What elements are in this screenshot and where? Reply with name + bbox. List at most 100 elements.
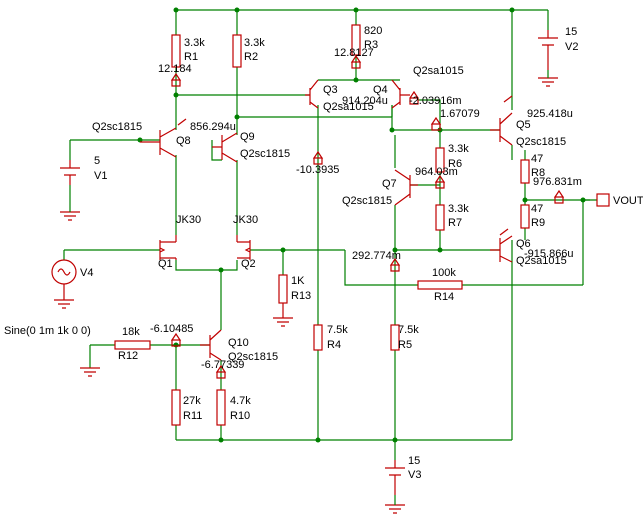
transistor-q8[interactable]: [140, 127, 177, 158]
q4-top-part-label: Q2sa1015: [413, 65, 464, 77]
v1-value: 5: [94, 155, 100, 167]
ground-r12: [80, 367, 100, 377]
resistor-r4[interactable]: [313, 324, 323, 351]
resistor-r10[interactable]: [216, 389, 226, 426]
r12-value: 18k: [122, 326, 140, 338]
battery-v3[interactable]: [385, 460, 405, 514]
q3-name: Q3: [323, 84, 338, 96]
resistor-r7[interactable]: [435, 204, 445, 231]
q6-name: Q6: [516, 238, 531, 250]
q6-left-voltage: 292.774m: [352, 250, 401, 262]
transistor-q10[interactable]: [200, 329, 222, 361]
resistor-r13[interactable]: [278, 274, 288, 304]
labels: 3.3k R1 12.184 3.3k R2 820 R3 12.8127 15…: [4, 25, 643, 481]
r9-node-voltage: 976.831m: [533, 176, 582, 188]
r11-value: 27k: [183, 395, 201, 407]
r5-value: 7.5k: [398, 324, 419, 336]
r12-node-voltage: -6.10485: [150, 323, 193, 335]
ground-r13: [273, 303, 293, 327]
r6-name: R6: [448, 158, 462, 170]
r3-value: 820: [364, 25, 382, 37]
r9-name: R9: [531, 217, 545, 229]
q9-name: Q9: [240, 131, 255, 143]
components: [51, 24, 610, 514]
q4-node-voltage: -2.03916m: [409, 95, 462, 107]
vout-label: VOUT: [613, 195, 643, 207]
r7-value: 3.3k: [448, 203, 469, 215]
q6-part: Q2sa1015: [516, 255, 567, 267]
r2-name: R2: [244, 51, 258, 63]
r13-name: R13: [291, 290, 311, 302]
v4-source-text: Sine(0 1m 1k 0 0): [4, 325, 91, 337]
r13-value: 1K: [291, 275, 305, 287]
q5-name: Q5: [516, 119, 531, 131]
r7-name: R7: [448, 217, 462, 229]
q10-part: Q2sc1815: [228, 351, 278, 363]
resistor-r6[interactable]: [435, 147, 445, 173]
battery-v1[interactable]: [60, 160, 80, 221]
r2-value: 3.3k: [244, 37, 265, 49]
q10-name: Q10: [228, 337, 249, 349]
r12-name: R12: [118, 350, 138, 362]
resistor-r1[interactable]: [171, 34, 181, 68]
q6-node-voltage: -915.866u: [524, 248, 574, 260]
resistor-r2[interactable]: [232, 34, 242, 68]
sine-source-v4[interactable]: [51, 259, 77, 309]
v3-value: 15: [408, 455, 420, 467]
r4-node-voltage: -10.3935: [296, 164, 339, 176]
v4-name: V4: [80, 267, 93, 279]
r3-node-voltage: 12.8127: [334, 47, 374, 59]
q8-name: Q8: [176, 135, 191, 147]
r9-value: 47: [531, 203, 543, 215]
q4-name: Q4: [373, 84, 388, 96]
r8-name: R8: [531, 167, 545, 179]
q5-node-voltage: 925.418u: [527, 108, 573, 120]
transistor-q9[interactable]: [212, 132, 238, 163]
jfet-q1[interactable]: [159, 235, 177, 260]
transistor-q5[interactable]: [490, 112, 513, 146]
r4-name: R4: [327, 339, 341, 351]
resistor-r8[interactable]: [520, 159, 530, 184]
wires: [63, 9, 597, 460]
resistor-r14[interactable]: [417, 280, 463, 290]
q4-overlap-voltage: 914.204u: [342, 95, 388, 107]
battery-v2[interactable]: [538, 30, 558, 87]
r1-node-voltage: 12.184: [158, 63, 192, 75]
resistor-r5[interactable]: [390, 324, 400, 351]
q1-name: Q1: [158, 258, 173, 270]
q7-name: Q7: [382, 178, 397, 190]
r5-name: R5: [398, 339, 412, 351]
q1-part: JK30: [176, 214, 201, 226]
output-terminal[interactable]: [596, 193, 610, 207]
q7-node-voltage: 964.03m: [415, 166, 458, 178]
transistor-q4[interactable]: [391, 79, 410, 109]
q7-part: Q2sc1815: [342, 195, 392, 207]
q8-node-voltage: 856.294u: [190, 121, 236, 133]
jfet-q2[interactable]: [236, 235, 251, 260]
q2-name: Q2: [241, 258, 256, 270]
resistor-r9[interactable]: [520, 204, 530, 229]
r10-value: 4.7k: [230, 395, 251, 407]
resistor-r11[interactable]: [171, 389, 181, 426]
r1-value: 3.3k: [184, 37, 205, 49]
q5-part: Q2sc1815: [516, 136, 566, 148]
v3-name: V3: [408, 469, 421, 481]
transistor-q7[interactable]: [394, 169, 418, 206]
transistor-q3[interactable]: [305, 79, 319, 109]
r6-value: 3.3k: [448, 143, 469, 155]
q9-part: Q2sc1815: [240, 148, 290, 160]
v2-name: V2: [565, 41, 578, 53]
resistor-r12[interactable]: [114, 340, 151, 350]
r14-name: R14: [434, 291, 454, 303]
r6-node-voltage: 1.67079: [440, 108, 480, 120]
v2-value: 15: [565, 26, 577, 38]
r8-value: 47: [531, 153, 543, 165]
r3-name: R3: [364, 39, 378, 51]
q2-part: JK30: [233, 214, 258, 226]
junction-dots: [137, 7, 586, 443]
transistor-q6[interactable]: [490, 235, 513, 263]
q3-part: Q2sa1015: [323, 101, 374, 113]
r4-value: 7.5k: [327, 324, 348, 336]
v1-name: V1: [94, 170, 107, 182]
